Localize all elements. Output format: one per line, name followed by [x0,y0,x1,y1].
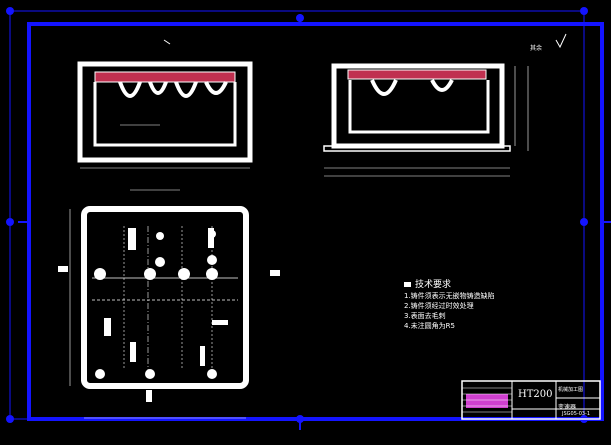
top-view[interactable] [69,189,249,419]
front-view[interactable] [77,39,253,169]
title-block-part-name: 变速器 [558,404,577,411]
frame-grips[interactable] [6,7,588,423]
requirement-item-3: 3.表面去毛刺 [404,312,446,320]
surface-note-label: 其余 [530,45,543,52]
side-view[interactable] [323,63,529,177]
technical-requirements: 技术要求 1.铸件须表示无嵌物铸造缺陷 2.铸件须经过时效处理 3.表面去毛刺 … [404,280,495,331]
bullet-square-icon [404,282,411,287]
requirement-item-4: 4.未注圆角为R5 [404,322,455,330]
title-block[interactable] [461,380,601,420]
title-block-title: 机械加工图 [558,387,584,393]
requirement-item-2: 2.铸件须经过时效处理 [404,302,474,310]
surface-finish-symbol [555,33,567,49]
drawing-frame [27,22,604,421]
requirement-item-1: 1.铸件须表示无嵌物铸造缺陷 [404,292,495,300]
title-block-material: HT200 [518,389,553,400]
frame-center-ticks [18,14,611,430]
title-block-drawing-number: JSG05-03-1 [562,411,591,417]
top-view-bosses [58,228,280,402]
technical-requirements-heading: 技术要求 [404,280,495,290]
